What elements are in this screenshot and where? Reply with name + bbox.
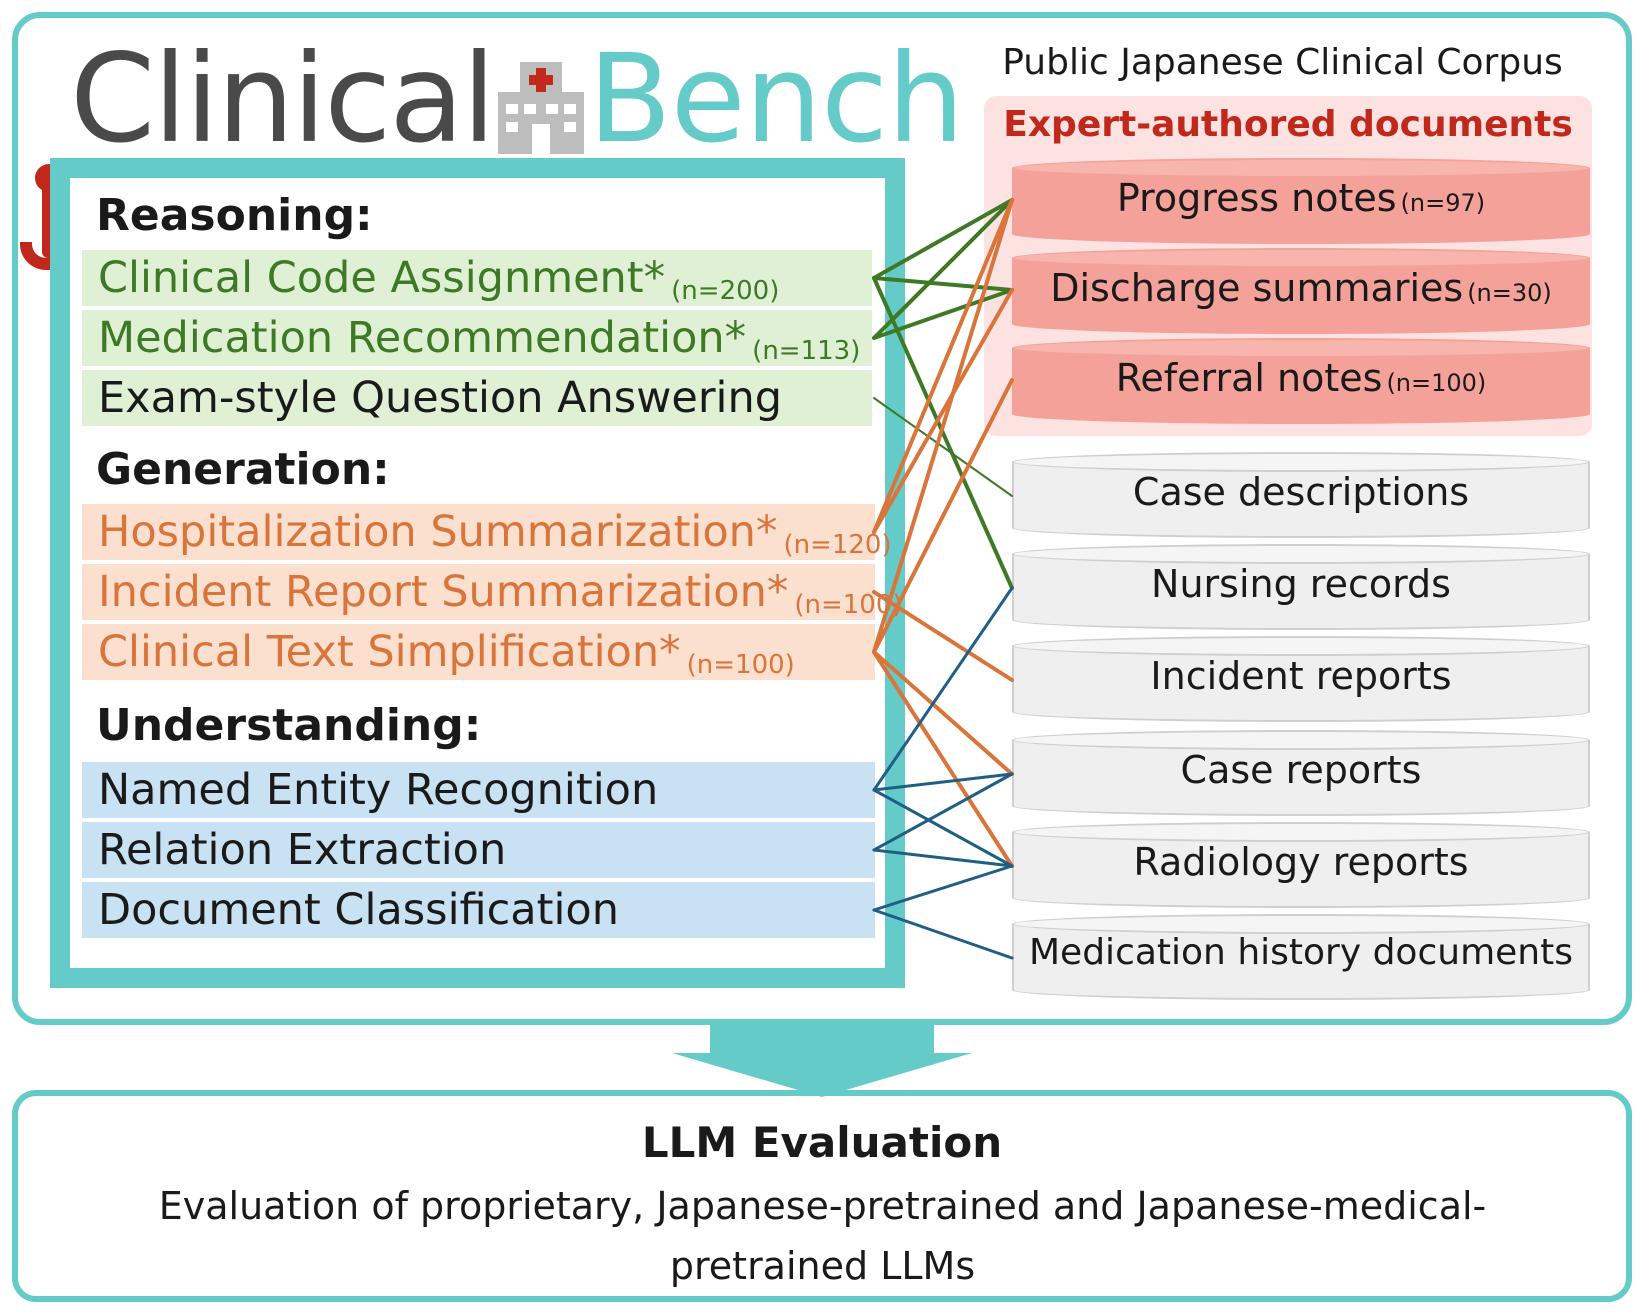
logo-text-bench: Bench: [587, 28, 964, 170]
task-label: Incident Report Summarization*: [98, 567, 789, 617]
doc-label: Discharge summaries: [1050, 266, 1464, 310]
down-arrow-icon: [672, 1025, 972, 1097]
logo-text-clinical: Clinical: [70, 28, 496, 170]
evaluation-frame: [12, 1090, 1632, 1302]
task-count: (n=120): [783, 530, 892, 560]
task-label: Clinical Text Simplification*: [98, 627, 681, 677]
task-count: (n=200): [671, 276, 780, 306]
doc-count: (n=97): [1400, 189, 1486, 217]
corpus-referral-notes: Referral notes(n=100): [1012, 338, 1590, 424]
doc-label: Nursing records: [1151, 562, 1451, 606]
doc-label: Radiology reports: [1133, 840, 1469, 884]
task-label: Exam-style Question Answering: [98, 373, 783, 423]
corpus-medication-history-documents: Medication history documents: [1012, 914, 1590, 1000]
corpus-title: Public Japanese Clinical Corpus: [1002, 42, 1563, 83]
task-label: Clinical Code Assignment*: [98, 253, 666, 303]
task-count: (n=113): [752, 336, 861, 366]
task-count: (n=100): [794, 590, 903, 620]
corpus-discharge-summaries: Discharge summaries(n=30): [1012, 248, 1590, 334]
doc-label: Incident reports: [1150, 654, 1452, 698]
corpus-incident-reports: Incident reports: [1012, 636, 1590, 722]
evaluation-description: Evaluation of proprietary, Japanese-pret…: [158, 1184, 1487, 1288]
task-count: (n=100): [686, 650, 795, 680]
corpus-nursing-records: Nursing records: [1012, 544, 1590, 630]
task-incident-report-summarization: Incident Report Summarization* (n=100): [82, 564, 903, 620]
task-exam-style-qa: Exam-style Question Answering: [82, 370, 872, 426]
task-label: Named Entity Recognition: [98, 765, 659, 815]
evaluation-title: LLM Evaluation: [641, 1118, 1003, 1167]
corpus-case-reports: Case reports: [1012, 730, 1590, 816]
task-document-classification: Document Classification: [82, 882, 875, 938]
task-label: Document Classification: [98, 885, 619, 935]
jclinicalbench-logo: Clinical Bench: [20, 28, 964, 270]
expert-documents-title: Expert-authored documents: [1003, 104, 1573, 145]
doc-count: (n=100): [1386, 369, 1487, 397]
corpus-case-descriptions: Case descriptions: [1012, 452, 1590, 538]
doc-label: Case descriptions: [1132, 470, 1470, 514]
hospital-icon: [497, 62, 584, 154]
task-label: Relation Extraction: [98, 825, 507, 875]
task-medication-recommendation: Medication Recommendation* (n=113): [82, 310, 872, 366]
task-relation-extraction: Relation Extraction: [82, 822, 875, 878]
task-named-entity-recognition: Named Entity Recognition: [82, 762, 875, 818]
corpus-progress-notes: Progress notes(n=97): [1012, 158, 1590, 244]
task-clinical-text-simplification: Clinical Text Simplification* (n=100): [82, 624, 875, 680]
category-reasoning-title: Reasoning:: [96, 190, 373, 241]
doc-label: Medication history documents: [1029, 932, 1573, 973]
doc-count: (n=30): [1467, 279, 1552, 307]
task-label: Medication Recommendation*: [98, 313, 747, 363]
corpus-radiology-reports: Radiology reports: [1012, 822, 1590, 908]
category-generation-title: Generation:: [96, 444, 390, 495]
task-label: Hospitalization Summarization*: [98, 507, 778, 557]
doc-label: Case reports: [1180, 748, 1422, 792]
category-understanding-title: Understanding:: [96, 700, 482, 751]
doc-label: Progress notes: [1116, 176, 1397, 220]
task-clinical-code-assignment: Clinical Code Assignment* (n=200): [82, 250, 872, 306]
task-hospitalization-summarization: Hospitalization Summarization* (n=120): [82, 504, 892, 560]
doc-label: Referral notes: [1115, 356, 1383, 400]
